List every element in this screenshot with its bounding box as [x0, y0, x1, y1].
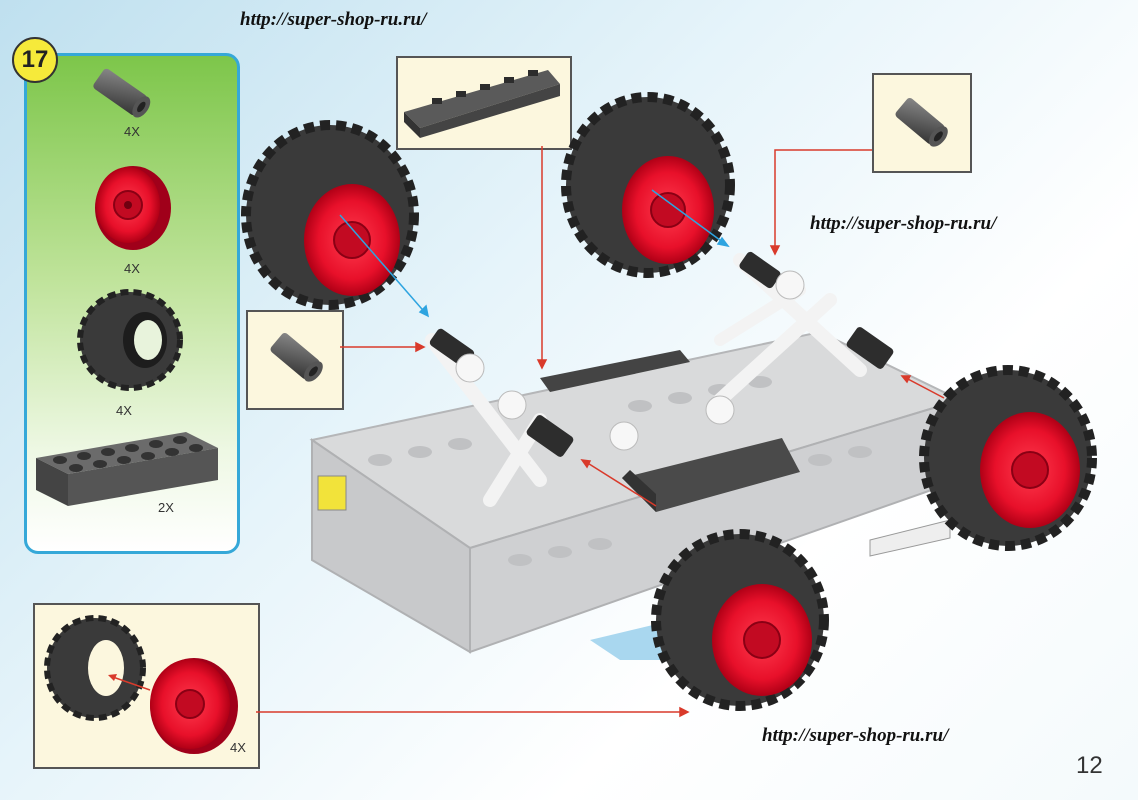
tire-icon [77, 289, 183, 391]
red-leader-lines [256, 146, 945, 718]
gear-icon [455, 270, 805, 451]
axle-connector-icon [895, 98, 948, 147]
watermark-url-top: http://super-shop-ru.ru/ [240, 9, 427, 30]
slope-brick-icon [404, 70, 560, 138]
attach-arrow [109, 675, 151, 691]
chassis-body [309, 330, 963, 660]
callout-connector-left [246, 310, 344, 410]
brick-2x6-icon [36, 432, 218, 506]
wheel-rear-right-icon [919, 365, 1097, 551]
part-qty-tire: 4X [116, 403, 132, 418]
watermark-url-right: http://super-shop-ru.ru/ [810, 213, 997, 234]
step-number-badge: 17 [12, 37, 58, 83]
red-wheel-rim-icon [95, 166, 171, 250]
subassembly-qty: 4X [230, 740, 246, 755]
blue-attach-arrows [339, 189, 730, 318]
wheel-front-left-icon [241, 120, 419, 310]
axle-connector-icon [93, 68, 151, 118]
sticker-plate [317, 475, 347, 511]
red-wheel-rim-icon [150, 658, 238, 754]
wheel-front-right-icon [561, 92, 735, 278]
axle-connector-icon [270, 333, 323, 382]
part-qty-red-rim: 4X [124, 261, 140, 276]
part-qty-axle-connector: 4X [124, 124, 140, 139]
wheel-rear-left-icon [651, 529, 829, 711]
page-number: 12 [1076, 752, 1103, 779]
tire-icon [44, 615, 146, 721]
arrow-head [108, 674, 117, 681]
watermark-url-bottom: http://super-shop-ru.ru/ [762, 725, 949, 746]
slope-brick-icon [540, 350, 690, 392]
part-qty-brick: 2X [158, 500, 174, 515]
